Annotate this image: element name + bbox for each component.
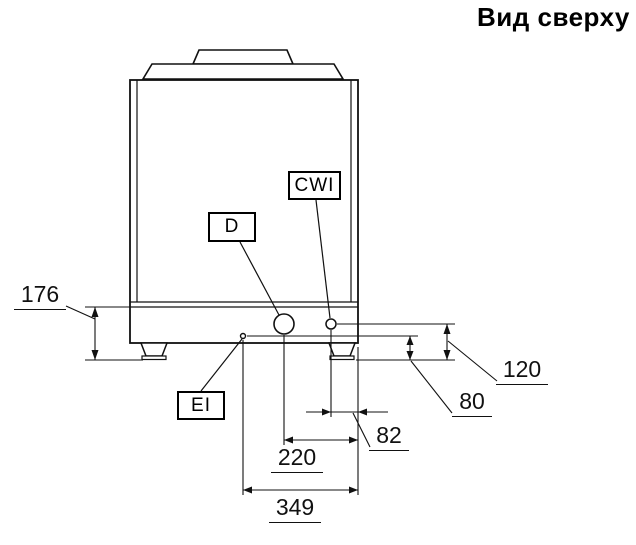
label-ei-text: EI — [191, 394, 211, 416]
dim-80-line — [406, 336, 453, 414]
machine-outline-group — [129, 49, 359, 361]
dim-82-line — [306, 408, 388, 448]
leader-lines-group — [200, 199, 331, 392]
dim-120-leader — [447, 340, 498, 382]
dim-120-line — [443, 324, 498, 382]
dimension-height-ei: 80 — [452, 388, 492, 417]
leader-ei — [200, 338, 243, 392]
dim-82-leader — [352, 412, 371, 448]
label-box-ei: EI — [177, 391, 225, 420]
dimension-lines-group — [65, 305, 498, 494]
lid — [141, 63, 345, 80]
label-cwi-text: CWI — [294, 174, 335, 196]
dim-349-line — [243, 486, 358, 494]
dimension-offset-cwi: 82 — [369, 422, 409, 451]
dim-220-line — [284, 436, 358, 444]
dimension-height-band: 176 — [14, 281, 66, 310]
port-ei-dot — [239, 332, 247, 340]
view-title: Вид сверху — [477, 2, 630, 32]
dim-176-leader — [65, 305, 96, 320]
extension-lines-group — [85, 306, 455, 495]
foot-left-pad — [141, 355, 167, 361]
dimension-offset-d: 220 — [271, 444, 323, 473]
port-cwi-circle — [325, 318, 337, 330]
dim-80-leader — [410, 360, 453, 414]
foot-right — [327, 342, 357, 357]
machine-body — [129, 79, 359, 344]
foot-left — [139, 342, 169, 357]
port-d-circle — [273, 313, 295, 335]
dim-176-line — [65, 305, 99, 360]
label-box-cwi: CWI — [288, 171, 341, 200]
dimension-height-cwi: 120 — [496, 356, 548, 385]
leader-cwi — [315, 199, 331, 319]
label-d-text: D — [224, 216, 240, 237]
foot-right-pad — [329, 355, 355, 361]
dimension-offset-ei: 349 — [269, 494, 321, 523]
leader-d — [239, 241, 280, 316]
lid-handle — [191, 49, 295, 65]
label-box-d: D — [208, 212, 256, 242]
